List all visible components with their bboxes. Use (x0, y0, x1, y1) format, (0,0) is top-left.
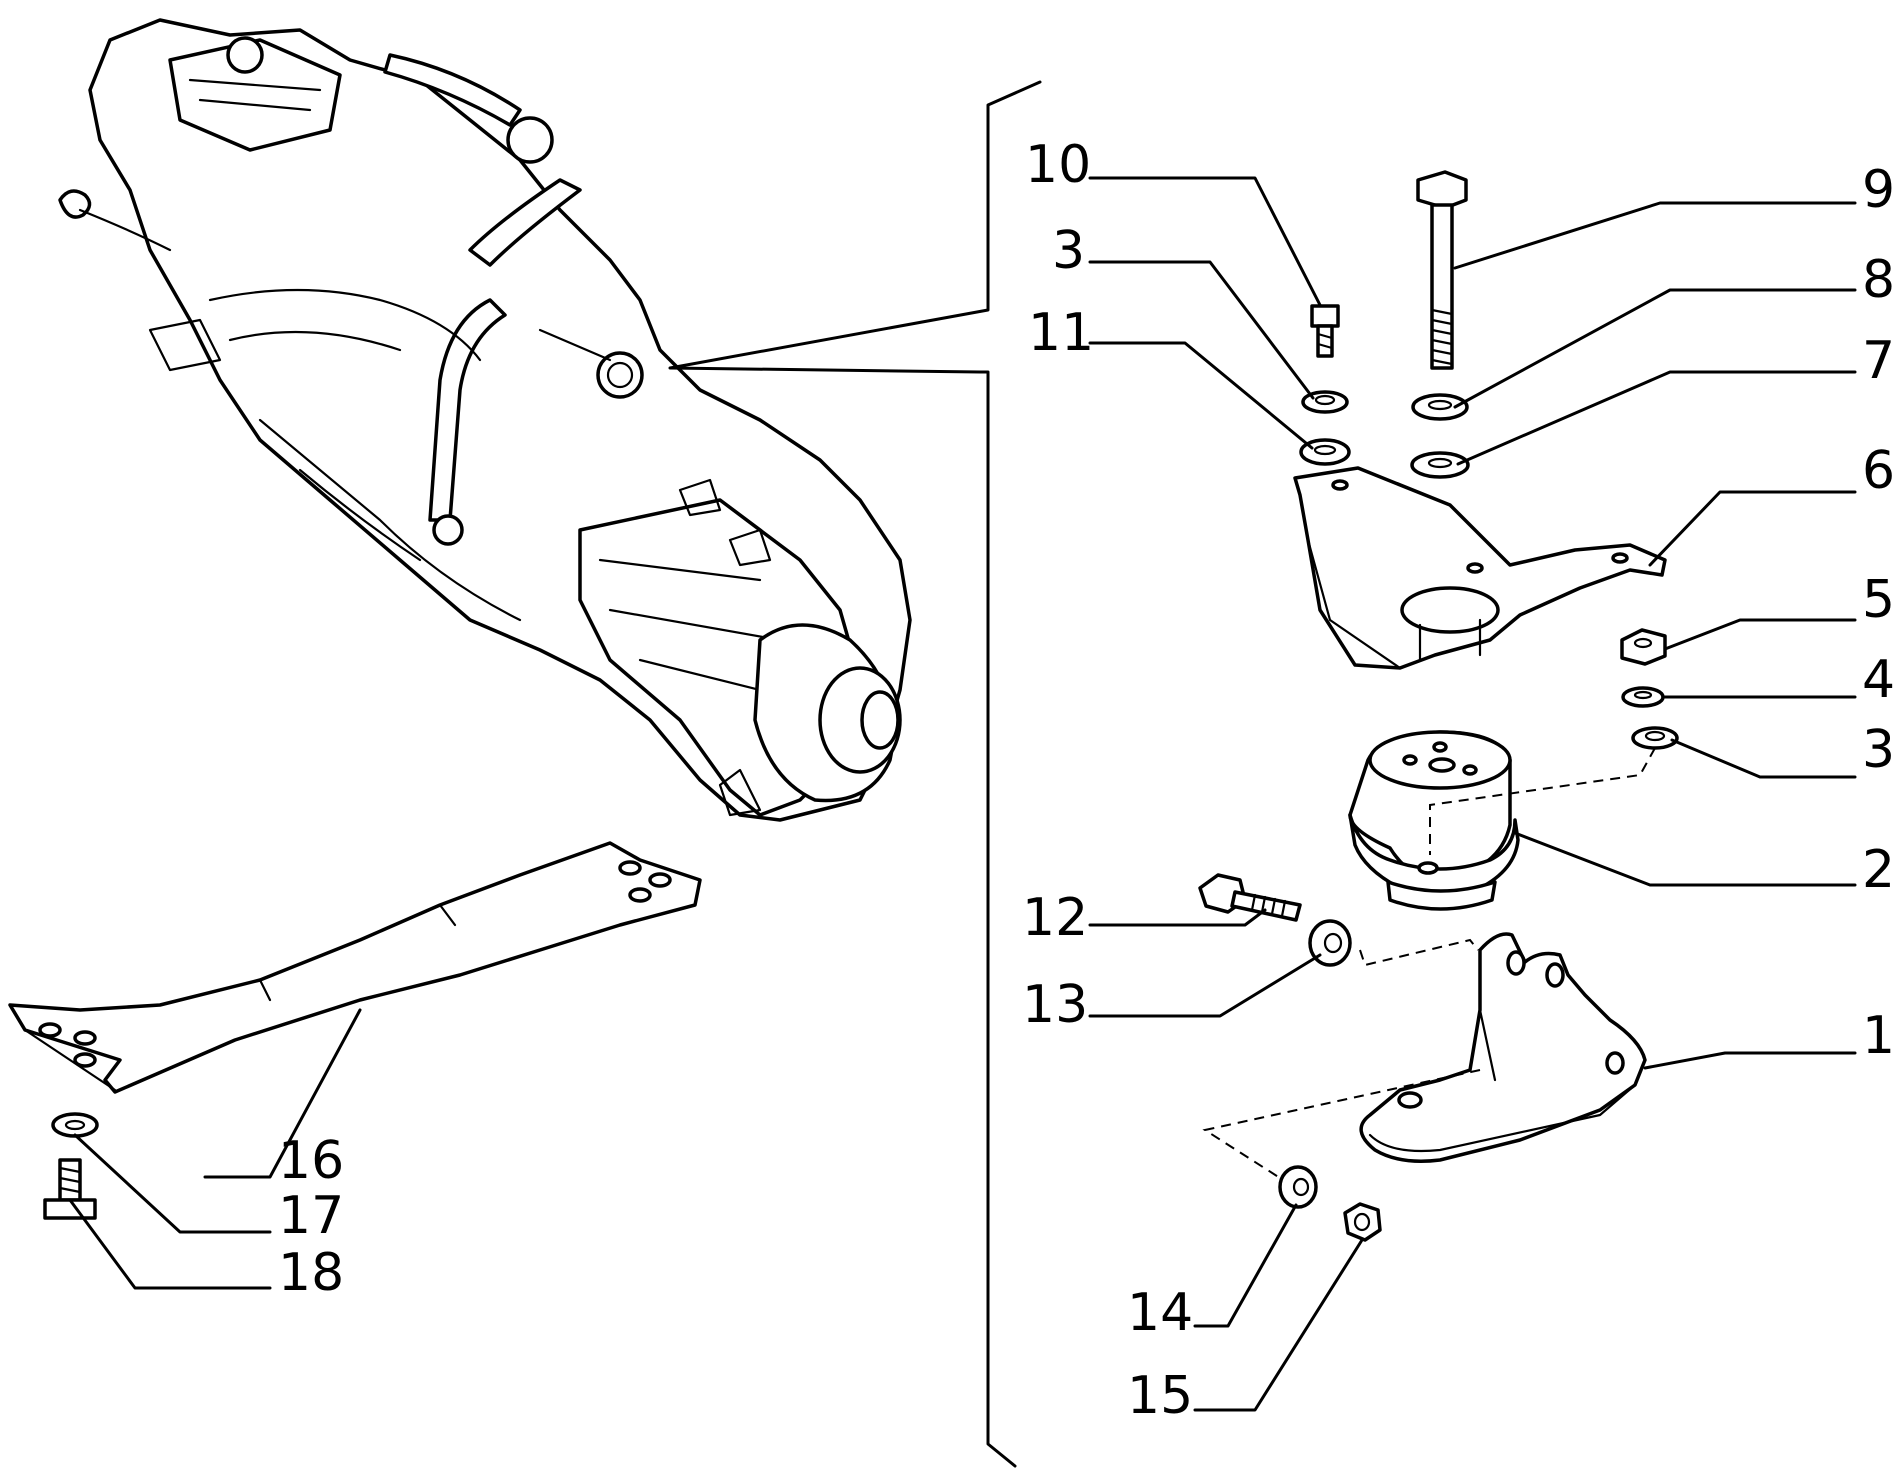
callout-3-lower: 3 (1862, 720, 1895, 780)
crossmember-bracket (8, 841, 702, 1094)
support-bracket-1 (1359, 932, 1647, 1163)
nut-5 (1620, 628, 1667, 666)
assembly-axis-mount (1429, 747, 1656, 855)
callout-3-upper: 3 (1052, 221, 1085, 281)
washer-7 (1410, 451, 1470, 479)
callout-8: 8 (1862, 250, 1895, 310)
assembly-axis-bracket (1202, 1069, 1481, 1179)
bolt-12 (1198, 873, 1302, 922)
washer-3-lower (1631, 726, 1679, 750)
mounting-bracket-6 (1293, 466, 1667, 670)
nut-15 (1343, 1202, 1382, 1242)
callout-17: 17 (278, 1186, 344, 1246)
callout-15: 15 (1127, 1366, 1193, 1426)
callout-13: 13 (1022, 975, 1088, 1035)
washer-11 (1299, 438, 1351, 466)
leader-lines (68, 176, 1857, 1412)
bolt-18 (43, 1158, 97, 1220)
lock-washer-4 (1621, 686, 1665, 708)
engine-gearbox-assembly (58, 18, 912, 822)
callout-9: 9 (1862, 160, 1895, 220)
washer-17 (51, 1112, 99, 1138)
callout-11: 11 (1028, 303, 1094, 363)
callout-14: 14 (1127, 1283, 1193, 1343)
callout-18: 18 (278, 1243, 344, 1303)
callout-10: 10 (1025, 135, 1091, 195)
bolt-10 (1310, 304, 1340, 358)
callout-6: 6 (1862, 441, 1895, 501)
callout-5: 5 (1862, 570, 1895, 630)
callout-16: 16 (278, 1131, 344, 1191)
callout-7: 7 (1862, 331, 1895, 391)
bolt-9 (1416, 170, 1468, 370)
callout-12: 12 (1022, 888, 1088, 948)
group-bracket (668, 80, 1042, 1468)
callout-2: 2 (1862, 840, 1895, 900)
rubber-mount-2 (1348, 730, 1520, 911)
callout-4: 4 (1862, 650, 1895, 710)
callout-labels: 10 3 11 9 8 7 6 5 4 3 2 1 12 13 14 15 16… (278, 135, 1895, 1426)
assembly-axis-bolt12 (1359, 938, 1479, 967)
lock-washer-14 (1278, 1165, 1318, 1209)
callout-1: 1 (1862, 1006, 1895, 1066)
lock-washer-8 (1411, 393, 1469, 421)
